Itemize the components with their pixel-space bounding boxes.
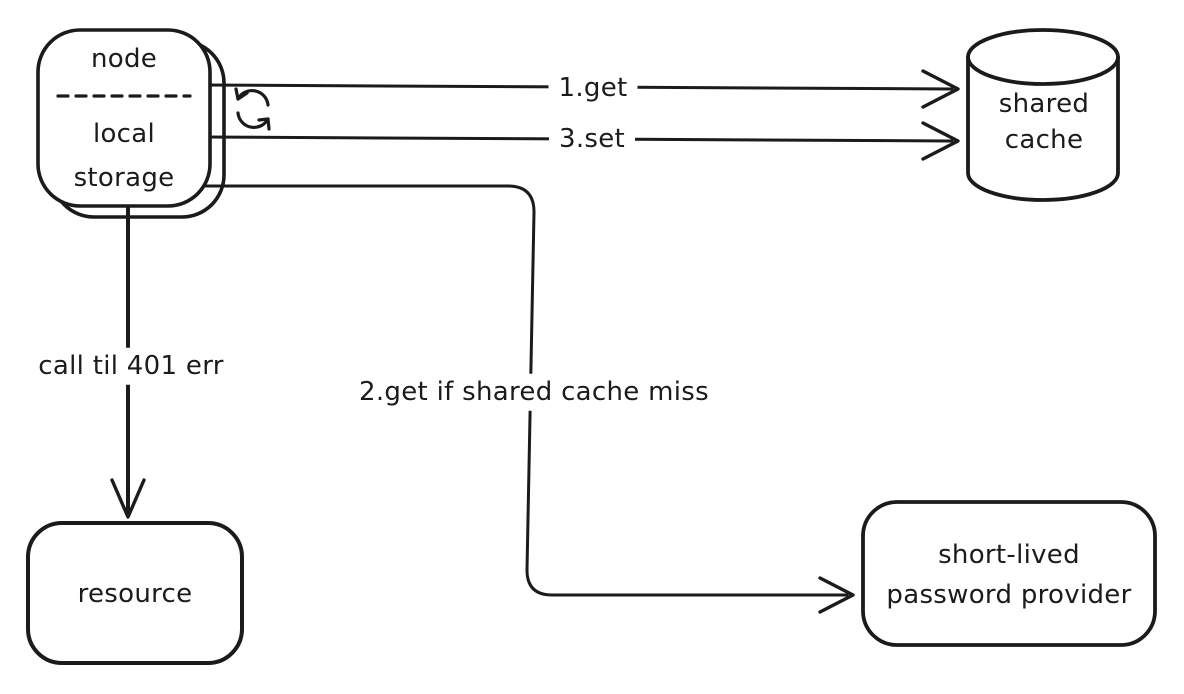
edge-cache-miss-label: 2.get if shared cache miss <box>349 373 719 411</box>
node-box-title: node <box>90 43 158 74</box>
edge-call-resource-label: call til 401 err <box>28 347 234 385</box>
node-box-subtitle: local storage <box>73 119 175 193</box>
shared-cache-cylinder <box>966 28 1120 202</box>
edge-get-label: 1.get <box>548 69 638 107</box>
resource-shape <box>26 521 244 665</box>
password-provider-label: short-lived password provider <box>886 540 1132 610</box>
node-local-storage-shape <box>36 28 226 219</box>
refresh-icon <box>234 87 271 131</box>
edge-set-label: 3.set <box>548 120 636 158</box>
password-provider-shape <box>861 500 1157 647</box>
resource-label: resource <box>77 578 193 609</box>
shared-cache-label: shared cache <box>998 89 1090 155</box>
